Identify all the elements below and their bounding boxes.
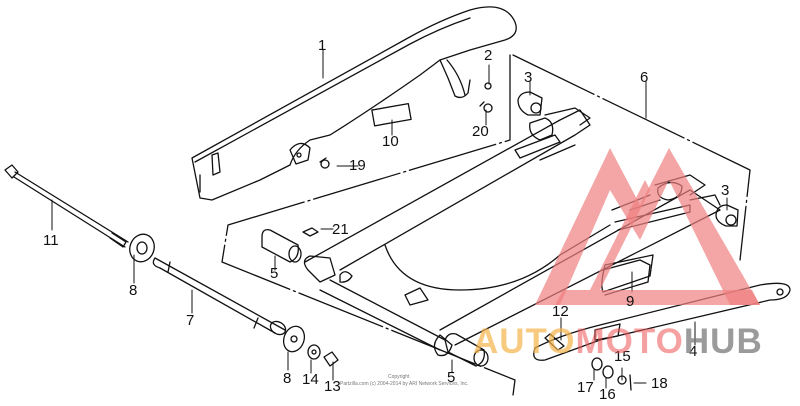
callout-14: 14	[302, 371, 319, 388]
callout-1: 1	[318, 37, 327, 54]
callout-18: 18	[651, 375, 668, 392]
watermark-auto: AUTO	[473, 322, 576, 361]
pivot-bolt-drawing	[4, 164, 129, 248]
callout-2: 2	[484, 47, 493, 64]
leader-lines	[51, 49, 728, 389]
pivot-shaft-drawing	[152, 257, 287, 336]
swingarm-drawing	[303, 107, 721, 357]
callout-21: 21	[332, 221, 349, 238]
callout-6: 6	[640, 69, 649, 86]
callout-8b: 8	[283, 370, 292, 387]
bushing-parts	[517, 91, 739, 227]
watermark-moto: MOTO	[575, 322, 684, 361]
copyright-line-2: Partzilla.com (c) 2004-2014 by ARI Netwo…	[340, 381, 469, 387]
callout-20: 20	[472, 123, 489, 140]
callout-9: 9	[626, 293, 635, 310]
arm-drawing	[533, 282, 791, 361]
callout-13: 13	[324, 378, 341, 395]
callout-5b: 5	[447, 369, 456, 386]
callout-11: 11	[43, 232, 59, 249]
copyright-line-1: Copyright	[388, 374, 410, 380]
callout-7: 7	[186, 312, 195, 329]
watermark: AUTOMOTOHUB	[473, 322, 763, 362]
collar-parts	[261, 229, 489, 367]
slider-drawing	[602, 259, 651, 296]
callout-8a: 8	[129, 282, 138, 299]
watermark-logo-triangles	[535, 148, 760, 305]
callout-16: 16	[599, 386, 616, 403]
callout-19: 19	[349, 157, 366, 174]
callout-4: 4	[689, 343, 698, 360]
callout-17: 17	[577, 379, 594, 396]
hardware-bottom-left	[282, 325, 339, 367]
chain-case-drawing	[191, 6, 517, 201]
callout-3b: 3	[721, 182, 730, 199]
callout-15: 15	[614, 348, 631, 365]
callout-10: 10	[382, 133, 399, 150]
callout-3a: 3	[524, 69, 533, 86]
callout-5a: 5	[270, 265, 279, 282]
dust-seal-drawing	[129, 233, 155, 263]
callout-12: 12	[552, 303, 569, 320]
watermark-hub: HUB	[683, 322, 763, 361]
small-hardware	[302, 82, 632, 391]
swingarm-assembly-box	[221, 54, 751, 396]
